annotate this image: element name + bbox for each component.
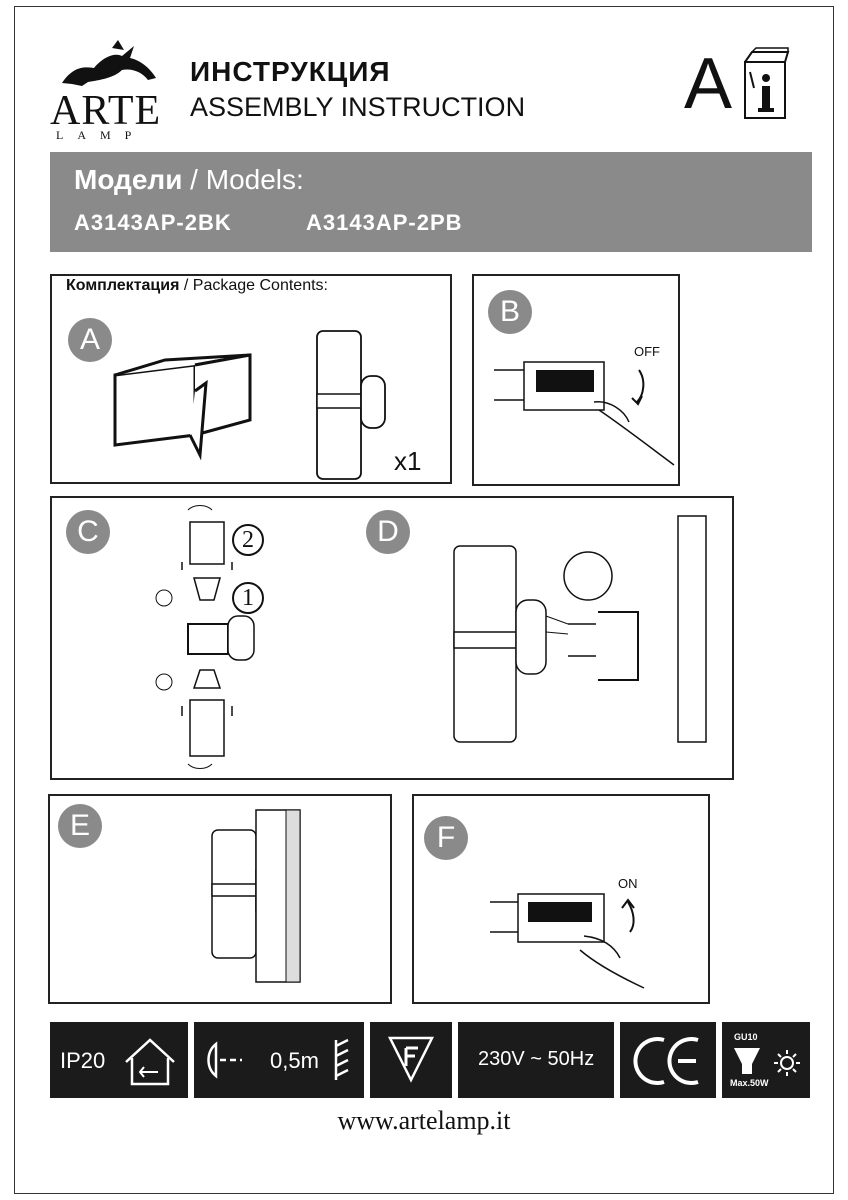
document-letter: A <box>684 44 733 124</box>
model-code: A3143AP-2BK <box>74 210 232 235</box>
surface-hatch-icon <box>334 1038 349 1080</box>
breaker-on-illustration <box>490 893 645 989</box>
page-frame <box>14 6 834 1194</box>
step-b-panel <box>472 274 680 486</box>
ip-rating-box: IP20 <box>50 1022 188 1098</box>
lion-logo-icon <box>62 40 156 86</box>
step-badge-f: F <box>424 816 468 860</box>
open-box-icon <box>113 353 252 461</box>
package-label-en: Package Contents: <box>192 277 328 294</box>
models-label-separator: / <box>182 164 206 195</box>
bulb-type: GU10 <box>734 1032 758 1042</box>
package-label-ru: Комплектация <box>66 277 180 294</box>
step-number-1: 1 <box>232 582 264 614</box>
info-book-icon <box>744 47 790 119</box>
bulb-max-power: Max.50W <box>730 1078 769 1088</box>
f-mark-icon <box>387 1036 435 1083</box>
ip-rating: IP20 <box>60 1048 106 1073</box>
bulb-icon <box>734 1048 760 1074</box>
distance-box: 0,5m <box>194 1022 364 1098</box>
switch-on-label: ON <box>618 876 638 891</box>
step-a-panel <box>50 274 452 484</box>
ce-mark-icon <box>633 1037 699 1085</box>
switch-off-label: OFF <box>634 344 660 359</box>
title-russian: ИНСТРУКЦИЯ <box>190 56 391 87</box>
flammable-surface-box <box>370 1022 452 1098</box>
step-badge-d: D <box>366 510 410 554</box>
brand-logo-text: ARTE <box>50 88 162 134</box>
model-code: A3143AP-2PB <box>306 210 463 235</box>
step-f-panel <box>412 794 710 1004</box>
step-badge-c: C <box>66 510 110 554</box>
step-e-panel <box>48 794 392 1004</box>
step-badge-e: E <box>58 804 102 848</box>
brand-logo-subtext: LAMP <box>56 128 146 142</box>
wall-mount-illustration <box>453 515 707 743</box>
bulb-spec-box: GU10 Max.50W <box>722 1022 810 1098</box>
sun-icon <box>774 1050 800 1076</box>
package-label-separator: / <box>179 277 193 294</box>
lamp-distance-icon <box>207 1041 242 1079</box>
wall-lamp-icon <box>316 330 386 480</box>
mounted-lamp-illustration <box>211 809 301 983</box>
minimum-distance: 0,5m <box>270 1048 319 1073</box>
voltage-rating: 230V ~ 50Hz <box>478 1048 595 1070</box>
voltage-box: 230V ~ 50Hz <box>458 1022 614 1098</box>
indoor-house-icon <box>125 1038 175 1086</box>
ce-mark-box <box>620 1022 716 1098</box>
title-english: ASSEMBLY INSTRUCTION <box>190 92 526 122</box>
step-number-2: 2 <box>232 524 264 556</box>
bulb-install-illustration <box>155 505 255 769</box>
step-cd-panel <box>50 496 734 780</box>
step-badge-b: B <box>488 290 532 334</box>
package-quantity: x1 <box>394 446 422 476</box>
models-label-ru: Модели <box>74 164 183 195</box>
breaker-off-illustration <box>494 361 675 466</box>
package-contents-heading: Комплектация / Package Contents: <box>66 277 328 295</box>
website-link[interactable]: www.artelamp.it <box>337 1106 511 1135</box>
models-banner: Модели / Models: A3143AP-2BK A3143AP-2PB <box>50 152 812 252</box>
step-badge-a: A <box>68 318 112 362</box>
models-heading: Модели / Models: <box>74 164 304 196</box>
models-label-en: Models: <box>205 164 304 195</box>
